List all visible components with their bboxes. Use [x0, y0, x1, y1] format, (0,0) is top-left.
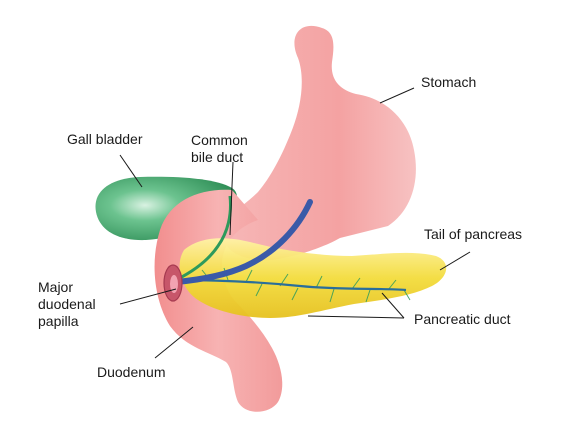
stomach-leader: [379, 87, 415, 104]
major-duodenal-papilla-label: Major duodenal papilla: [38, 279, 96, 330]
gall-bladder-label: Gall bladder: [67, 131, 143, 147]
stomach-label: Stomach: [421, 74, 477, 90]
pancreatic-duct-label: Pancreatic duct: [414, 311, 511, 327]
duodenum-leader: [154, 326, 194, 359]
major-duodenal-papilla-line-1: Major: [38, 279, 74, 295]
pancreatic-duct-leader: [381, 292, 405, 319]
tail-of-pancreas-label: Tail of pancreas: [424, 226, 523, 242]
stomach-organ: [223, 25, 416, 261]
pancreatic-duct-leader-2: [307, 315, 405, 319]
gall-bladder-leader: [119, 154, 143, 188]
common-bile-duct: [175, 195, 232, 282]
duodenum-label: Duodenum: [97, 364, 166, 380]
tail-of-pancreas-leader: [439, 251, 471, 271]
common-bile-duct-label: Common bile duct: [191, 132, 248, 166]
common-bile-duct-line-2: bile duct: [191, 149, 244, 165]
leader-lines: [119, 87, 471, 359]
common-bile-duct-leader: [229, 161, 234, 236]
common-bile-duct-line-1: Common: [191, 132, 248, 148]
papilla-inner: [170, 275, 178, 293]
pancreatic-duct: [175, 278, 407, 292]
pancreas-organ: [179, 238, 447, 318]
blue-duct: [173, 199, 313, 285]
major-duodenal-papilla-line-2: duodenal: [38, 296, 96, 312]
major-duodenal-papilla-leader: [119, 288, 177, 305]
major-duodenal-papilla-line-3: papilla: [38, 313, 79, 329]
